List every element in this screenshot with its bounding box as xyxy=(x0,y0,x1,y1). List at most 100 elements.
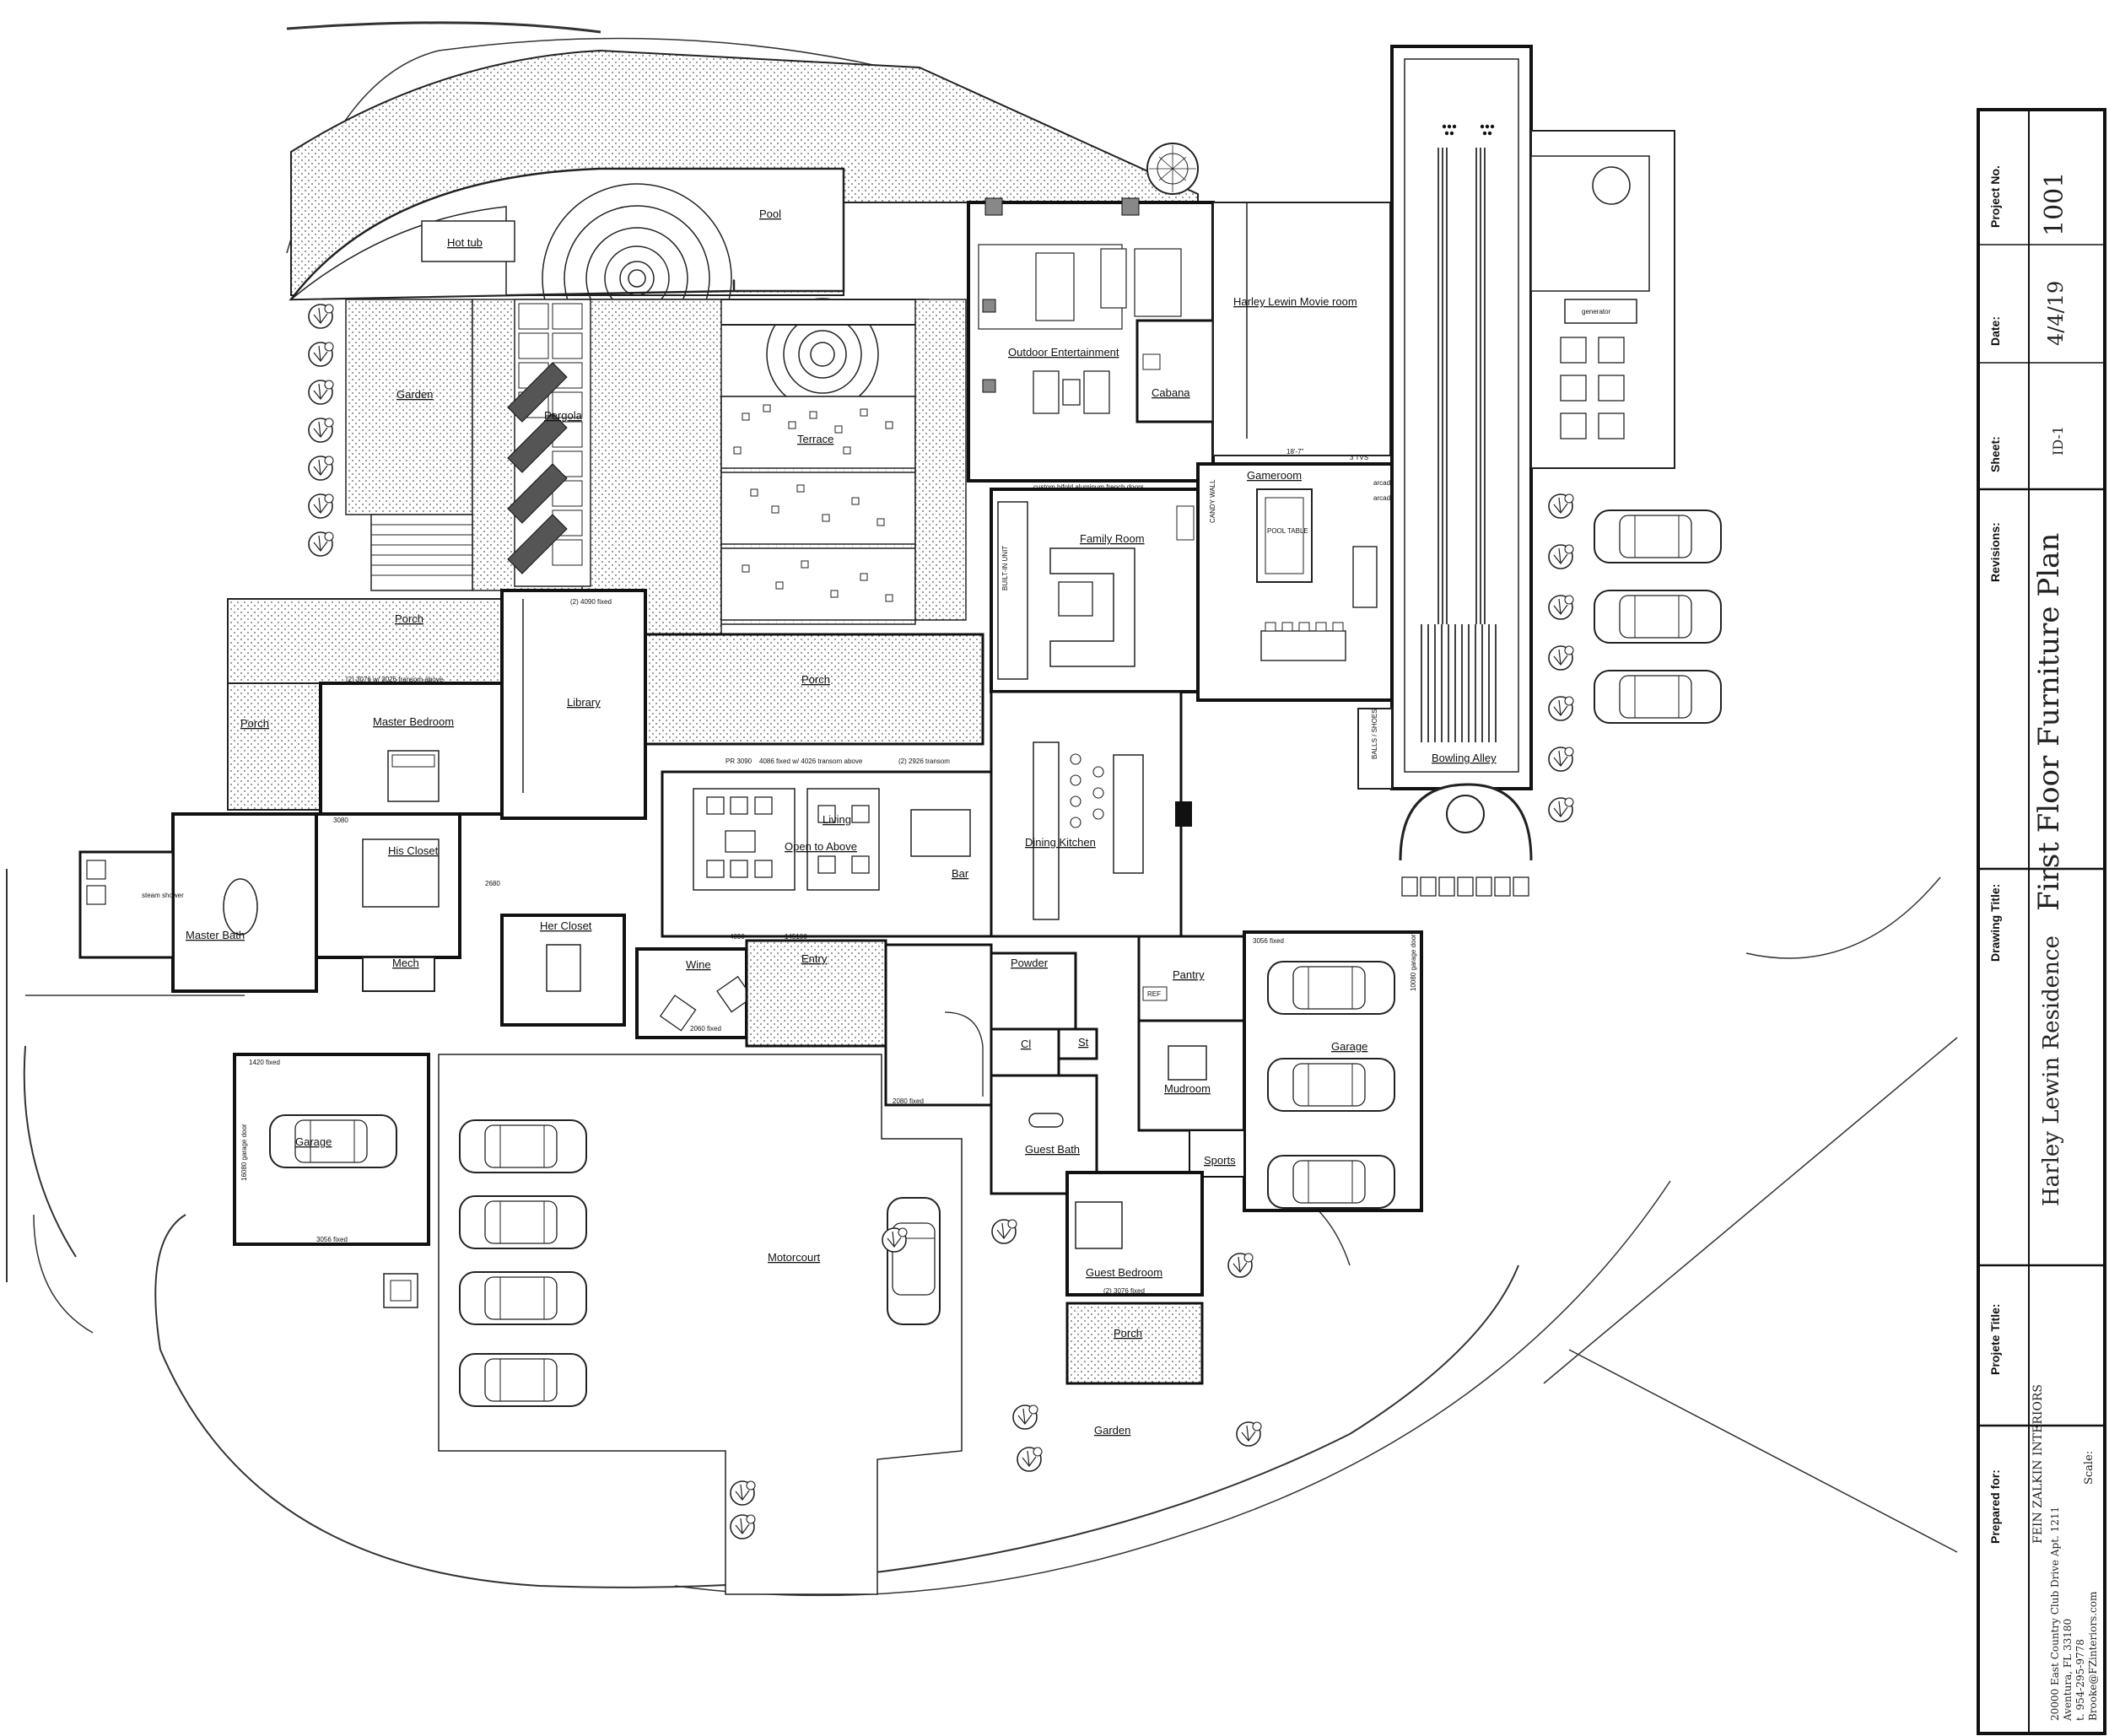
garage-door-e: 10080 garage door xyxy=(1410,934,1417,991)
pr-3090-note: PR 3090 xyxy=(725,757,752,765)
ref-note: REF xyxy=(1147,990,1161,998)
library-label: Library xyxy=(567,696,601,709)
balls-shoes: BALLS / SHOES xyxy=(1371,709,1378,759)
pool-label: Pool xyxy=(759,208,781,220)
garage-east-label: Garage xyxy=(1331,1040,1367,1053)
living-label: Living xyxy=(823,813,851,826)
date-label: Date: xyxy=(1988,316,2002,346)
pantry-label: Pantry xyxy=(1173,968,1205,981)
project-title-label: Projete Title: xyxy=(1988,1303,2002,1375)
bar-label: Bar xyxy=(952,867,969,880)
candy-wall: CANDY WALL xyxy=(1209,479,1216,523)
drawing-title: First Floor Furniture Plan xyxy=(2032,533,2066,911)
mech-label: Mech xyxy=(392,957,419,969)
family-room-label: Family Room xyxy=(1080,532,1145,545)
address-line-1: 20000 East Country Club Drive Apt. 1211 xyxy=(2049,1507,2061,1721)
transom-center-note: 4086 fixed w/ 4026 transom above xyxy=(759,757,863,765)
email: Brooke@FZinteriors.com xyxy=(2087,1591,2099,1721)
motorcourt: Motorcourt Garden xyxy=(438,1054,1262,1595)
hot-tub-label: Hot tub xyxy=(447,236,483,249)
master-suite: Master Bedroom Master Bath steam shower … xyxy=(78,682,626,1027)
fixed-3056-w: 3056 fixed xyxy=(316,1236,348,1243)
garden-nw-label: Garden xyxy=(396,388,433,401)
dim-3080: 3080 xyxy=(333,817,348,824)
project-no-label: Project No. xyxy=(1988,165,2002,228)
dining-kitchen-label: Dining Kitchen xyxy=(1025,836,1096,849)
fixed-2060: 2060 fixed xyxy=(690,1025,721,1032)
three-tvs-note: 3 TVS xyxy=(1350,454,1368,461)
guest-wing: Cl St Guest Bath Guest Bedroom (2) 3076 … xyxy=(990,1027,1204,1385)
garage-west-label: Garage xyxy=(295,1135,332,1148)
garden-northwest: Pergola Garden xyxy=(308,299,722,638)
guest-bedroom-label: Guest Bedroom xyxy=(1086,1266,1162,1279)
guest-bath-label: Guest Bath xyxy=(1025,1143,1080,1156)
porch-center-label: Porch xyxy=(801,673,830,686)
gameroom-label: Gameroom xyxy=(1247,469,1302,482)
pergola-label: Pergola xyxy=(544,409,583,422)
steam-shower-label: steam shower xyxy=(142,892,184,899)
fixed-2080: 2080 fixed xyxy=(893,1097,924,1105)
date-value: 4/4/19 xyxy=(2044,281,2068,346)
movie-dim: 18'-7" xyxy=(1286,448,1304,456)
prepared-for-label: Prepared for: xyxy=(1988,1469,2002,1544)
powder-label: Powder xyxy=(1011,957,1049,969)
living-area: Open to Above Living Bar xyxy=(661,770,993,938)
phone: t. 954-295-9778 xyxy=(2074,1639,2086,1721)
generator-yard: generator xyxy=(1530,130,1722,822)
porch-nw-label: Porch xyxy=(395,612,423,625)
garden-south-label: Garden xyxy=(1094,1424,1130,1437)
movie-room: Harley Lewin Movie room 18'-7" 3 TVS xyxy=(1212,202,1391,461)
outdoor-entertainment: Outdoor Entertainment Cabana custom bifo… xyxy=(967,197,1215,491)
bifold-note: custom bifold aluminum french doors xyxy=(1033,483,1144,491)
sports-label: Sports xyxy=(1204,1154,1236,1167)
cl-label: Cl xyxy=(1021,1038,1031,1050)
prepared-for: FEIN ZALKIN INTERIORS xyxy=(2031,1384,2045,1544)
bowling-alley-label: Bowling Alley xyxy=(1432,752,1497,764)
sheet-label: Sheet: xyxy=(1988,436,2002,472)
address-line-2: Aventura, FL 33180 xyxy=(2062,1619,2074,1722)
his-closet-label: His Closet xyxy=(388,844,439,857)
movie-room-label: Harley Lewin Movie room xyxy=(1233,295,1357,308)
sheet-value: ID-1 xyxy=(2050,426,2066,456)
pr-2926-note: (2) 2926 transom xyxy=(898,757,950,765)
porch-3076-note: (2) 3076 fixed xyxy=(1103,1287,1145,1295)
porch-south-label: Porch xyxy=(1114,1327,1142,1340)
master-bedroom-label: Master Bedroom xyxy=(373,715,454,728)
dining-kitchen: Dining Kitchen xyxy=(990,690,1192,938)
dim-4090: 4090 xyxy=(730,933,745,941)
library: Library (2) 4090 fixed xyxy=(500,589,647,820)
outdoor-entertainment-label: Outdoor Entertainment xyxy=(1008,346,1119,359)
pool-table-label: POOL TABLE xyxy=(1267,527,1308,535)
master-bath-label: Master Bath xyxy=(186,929,245,941)
bush-row-east xyxy=(1548,493,1574,822)
entry-zone: Wine Entry 145100 4090 Powder 2060 fixed… xyxy=(635,933,1077,1107)
porch-north: Porch Porch (2) 3076 w/ 3026 transom abo… xyxy=(227,598,984,811)
bush-row-west xyxy=(308,304,334,557)
mudroom-label: Mudroom xyxy=(1164,1082,1211,1095)
scale-label: Scale: xyxy=(2083,1451,2096,1485)
fixed-3056: 3056 fixed xyxy=(1253,937,1284,945)
project-title: Harley Lewin Residence xyxy=(2039,935,2064,1206)
gameroom: POOL TABLE Gameroom CANDY WALL arcade ar… xyxy=(1196,462,1394,702)
arcade-2: arcade xyxy=(1373,494,1394,502)
revisions-label: Revisions: xyxy=(1988,522,2002,582)
pergola: Pergola xyxy=(507,299,591,587)
her-closet-label: Her Closet xyxy=(540,919,592,932)
porch-w-label: Porch xyxy=(240,717,269,730)
garage-door-w: 16080 garage door xyxy=(240,1124,248,1181)
drawing-title-label: Drawing Title: xyxy=(1988,884,2002,962)
open-to-above-label: Open to Above xyxy=(785,840,857,853)
cabana-label: Cabana xyxy=(1152,386,1190,399)
arcade-1: arcade xyxy=(1373,479,1394,487)
west-garage: Garage 16080 garage door 3056 fixed 1420… xyxy=(233,1053,430,1308)
transom-master-note: (2) 3076 w/ 3026 transom above xyxy=(346,676,444,683)
dim-2680: 2680 xyxy=(485,880,500,887)
wine-label: Wine xyxy=(686,958,711,971)
terrace-label: Terrace xyxy=(797,433,833,445)
project-no: 1001 xyxy=(2040,172,2069,236)
motorcourt-label: Motorcourt xyxy=(768,1251,821,1264)
fixed-1420: 1420 fixed xyxy=(249,1059,280,1066)
terrace: Terrace xyxy=(720,299,967,625)
dim-145100: 145100 xyxy=(785,933,807,941)
